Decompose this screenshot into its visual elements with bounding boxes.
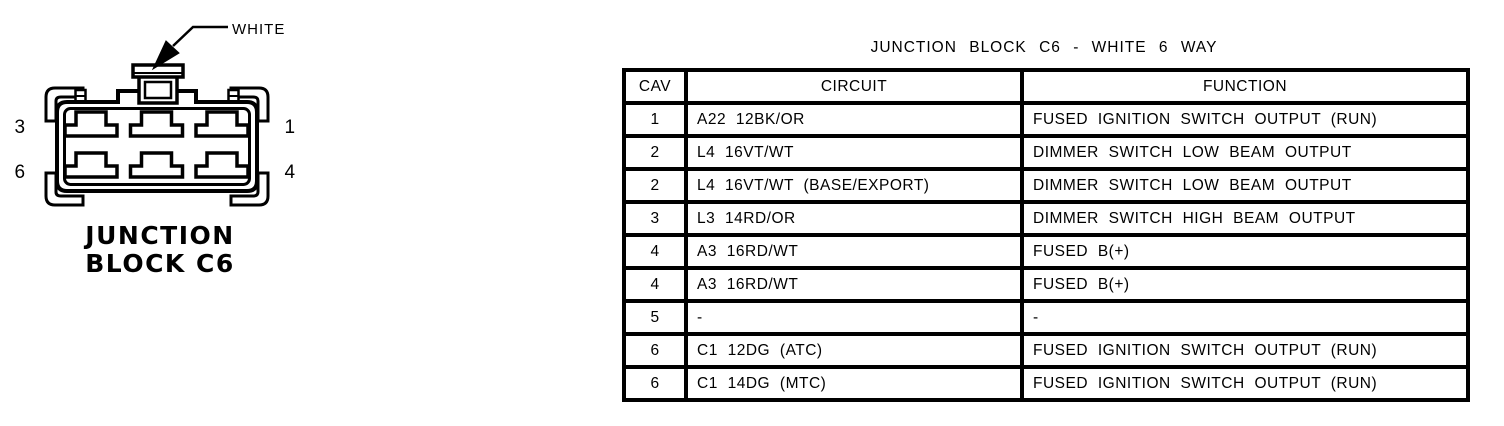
- pin-label-1: 1: [284, 117, 295, 138]
- header-function: FUNCTION: [1020, 68, 1470, 105]
- callout-leader-line: [172, 25, 228, 47]
- latch-cap: [131, 63, 185, 79]
- circuit-value: A3 16RD/WT: [684, 266, 1024, 303]
- connector-caption-line1: JUNCTION: [83, 221, 234, 250]
- header-cav: CAV: [622, 68, 688, 105]
- circuit-value: C1 14DG (MTC): [684, 365, 1024, 402]
- function-value: FUSED IGNITION SWITCH OUTPUT (RUN): [1020, 365, 1470, 402]
- cav-value: 1: [622, 101, 688, 138]
- table-row: 1 A22 12BK/OR FUSED IGNITION SWITCH OUTP…: [622, 101, 1470, 138]
- callout-arrowhead-icon: [151, 40, 180, 71]
- table-row: 4 A3 16RD/WT FUSED B(+): [622, 233, 1470, 270]
- pin-label-4: 4: [284, 162, 295, 183]
- function-value: DIMMER SWITCH LOW BEAM OUTPUT: [1020, 134, 1470, 171]
- function-value: -: [1020, 299, 1470, 336]
- cav-value: 2: [622, 134, 688, 171]
- function-value: DIMMER SWITCH LOW BEAM OUTPUT: [1020, 167, 1470, 204]
- table-row: 6 C1 12DG (ATC) FUSED IGNITION SWITCH OU…: [622, 332, 1470, 369]
- connector-caption-line2: BLOCK C6: [85, 249, 235, 278]
- circuit-value: L4 16VT/WT: [684, 134, 1024, 171]
- pin-label-3: 3: [14, 117, 25, 138]
- function-value: FUSED B(+): [1020, 266, 1470, 303]
- cav-value: 4: [622, 266, 688, 303]
- terminal-cavity-5: [128, 151, 185, 179]
- circuit-value: C1 12DG (ATC): [684, 332, 1024, 369]
- pinout-table-body: 1 A22 12BK/OR FUSED IGNITION SWITCH OUTP…: [622, 101, 1470, 402]
- table-row: 2 L4 16VT/WT (BASE/EXPORT) DIMMER SWITCH…: [622, 167, 1470, 204]
- terminal-cavity-6: [63, 151, 119, 179]
- circuit-value: -: [684, 299, 1024, 336]
- table-row: 5 - -: [622, 299, 1470, 336]
- pinout-table-title: JUNCTION BLOCK C6 - WHITE 6 WAY: [870, 39, 1218, 56]
- terminal-cavity-2: [128, 110, 185, 138]
- circuit-value: A22 12BK/OR: [684, 101, 1024, 138]
- function-value: DIMMER SWITCH HIGH BEAM OUTPUT: [1020, 200, 1470, 237]
- pinout-table-header: CAV CIRCUIT FUNCTION: [622, 68, 1470, 105]
- latch-body-inner: [143, 80, 173, 100]
- cav-value: 3: [622, 200, 688, 237]
- function-value: FUSED B(+): [1020, 233, 1470, 270]
- cav-value: 6: [622, 332, 688, 369]
- terminal-cavity-4: [194, 151, 250, 179]
- pin-label-6: 6: [14, 162, 25, 183]
- cav-value: 5: [622, 299, 688, 336]
- terminal-cavity-3: [63, 110, 119, 138]
- circuit-value: L3 14RD/OR: [684, 200, 1024, 237]
- cav-value: 4: [622, 233, 688, 270]
- cav-value: 6: [622, 365, 688, 402]
- circuit-value: L4 16VT/WT (BASE/EXPORT): [684, 167, 1024, 204]
- table-row: 2 L4 16VT/WT DIMMER SWITCH LOW BEAM OUTP…: [622, 134, 1470, 171]
- pinout-table: CAV CIRCUIT FUNCTION 1 A22 12BK/OR FUSED…: [622, 68, 1470, 402]
- cav-value: 2: [622, 167, 688, 204]
- header-circuit: CIRCUIT: [684, 68, 1024, 105]
- circuit-value: A3 16RD/WT: [684, 233, 1024, 270]
- table-row: 4 A3 16RD/WT FUSED B(+): [622, 266, 1470, 303]
- connector-color-label: WHITE: [232, 21, 285, 38]
- function-value: FUSED IGNITION SWITCH OUTPUT (RUN): [1020, 332, 1470, 369]
- connector-diagram: WHITE 3 1 6 4 JUNCTION BLOCK C6: [14, 21, 295, 278]
- terminal-cavity-1: [194, 110, 250, 138]
- table-row: 3 L3 14RD/OR DIMMER SWITCH HIGH BEAM OUT…: [622, 200, 1470, 237]
- table-row: 6 C1 14DG (MTC) FUSED IGNITION SWITCH OU…: [622, 365, 1470, 402]
- connector-body-inner-wall: [63, 107, 251, 186]
- function-value: FUSED IGNITION SWITCH OUTPUT (RUN): [1020, 101, 1470, 138]
- header-row: CAV CIRCUIT FUNCTION: [622, 68, 1470, 105]
